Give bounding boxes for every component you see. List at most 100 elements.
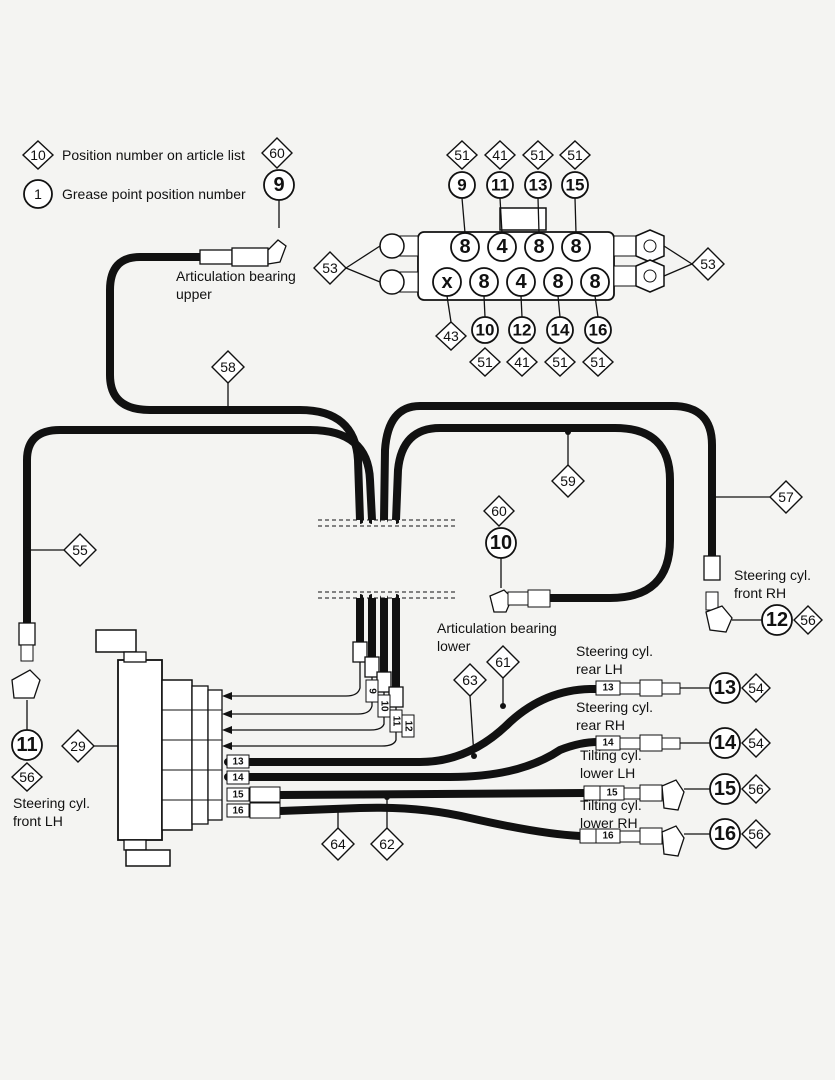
- point-15-group: 15 15 56 Tilting cyl. lower LH: [580, 747, 771, 811]
- hose-refs: 58 55 57 59 61 63 64 62: [24, 350, 803, 861]
- valve-block: 8 4 8 8 x 8 4 8 8 9 11 13 15 51 41: [313, 140, 725, 377]
- hose-59: [392, 424, 674, 602]
- block-ref-top-3: 51: [567, 147, 583, 163]
- block-top-3: 8: [570, 236, 581, 258]
- hose-57: [380, 402, 716, 560]
- point-10-ref: 60: [491, 503, 507, 519]
- point-12: 12: [766, 609, 788, 631]
- block-point-16: 16: [589, 321, 608, 340]
- legend-position-label: Position number on article list: [62, 147, 245, 163]
- block-bottom-0: x: [441, 271, 452, 293]
- hose-ref-55: 55: [72, 542, 88, 558]
- tag-14-distributor: 14: [232, 773, 244, 784]
- point-11-group: 11 56 Steering cyl. front LH: [10, 622, 90, 829]
- point-15: 15: [714, 778, 736, 800]
- legend-circle-icon: [23, 179, 53, 209]
- ref-29: 29: [70, 738, 86, 754]
- point-14: 14: [714, 732, 737, 754]
- block-point-11: 11: [491, 176, 509, 195]
- point-11: 11: [16, 734, 37, 756]
- tag-12: 12: [403, 720, 414, 732]
- block-point-15: 15: [566, 176, 585, 195]
- hose-ref-59: 59: [560, 473, 576, 489]
- steer-rear-lh-label-1: Steering cyl.: [576, 643, 653, 659]
- point-10-group: 60 10 Articulation bearing lower: [437, 495, 557, 654]
- steer-rear-rh-label-1: Steering cyl.: [576, 699, 653, 715]
- block-point-9: 9: [457, 176, 466, 195]
- tag-9: 9: [367, 688, 378, 694]
- block-ref-bottom-1: 41: [514, 354, 530, 370]
- steer-rear-lh-label-2: rear LH: [576, 661, 623, 677]
- block-bottom-4: 8: [589, 271, 600, 293]
- block-ref-53-left: 53: [322, 260, 338, 276]
- point-13-group: 13 13 54 Steering cyl. rear LH: [576, 643, 771, 704]
- hose-ref-64: 64: [330, 836, 346, 852]
- steer-front-rh-label-2: front RH: [734, 585, 786, 601]
- tag-11: 11: [391, 716, 402, 727]
- point-14-group: 14 14 54 Steering cyl. rear RH: [576, 699, 771, 759]
- hose-55: [23, 426, 376, 629]
- block-ref-bottom-3: 51: [590, 354, 606, 370]
- tag-15-end: 15: [606, 788, 618, 799]
- block-point-12: 12: [513, 321, 532, 340]
- block-top-2: 8: [533, 236, 544, 258]
- block-point-14: 14: [551, 321, 570, 340]
- steer-front-lh-label-1: Steering cyl.: [13, 795, 90, 811]
- hose-ref-57: 57: [778, 489, 794, 505]
- hose-58: [106, 253, 364, 524]
- artic-lower-label-2: lower: [437, 638, 471, 654]
- tag-16-end: 16: [602, 831, 614, 842]
- tag-13-end: 13: [602, 683, 614, 694]
- point-10: 10: [490, 532, 512, 554]
- hose-63: [224, 685, 604, 766]
- bundle-fittings: 9 10 11 12: [222, 641, 415, 750]
- distributor-block: 13 14 15 16 29: [61, 629, 281, 867]
- block-ref-top-0: 51: [454, 147, 470, 163]
- block-ref-53-right: 53: [700, 256, 716, 272]
- block-bottom-3: 8: [552, 271, 563, 293]
- point-13: 13: [714, 677, 736, 699]
- hose-ref-62: 62: [379, 836, 395, 852]
- block-top-0: 8: [459, 236, 470, 258]
- artic-lower-label-1: Articulation bearing: [437, 620, 557, 636]
- tag-10: 10: [379, 700, 390, 712]
- legend-position-example: 10: [30, 147, 46, 163]
- point-9-group: 60 9 Articulation bearing upper: [176, 137, 296, 302]
- hose-ref-61: 61: [495, 654, 511, 670]
- point-15-ref: 56: [748, 781, 764, 797]
- block-bottom-2: 4: [515, 271, 527, 293]
- point-16-ref: 56: [748, 826, 764, 842]
- tilt-lower-lh-label-1: Tilting cyl.: [580, 747, 642, 763]
- block-ref-top-2: 51: [530, 147, 546, 163]
- point-16-group: 16 16 56 Tilting cyl. lower RH: [579, 797, 771, 857]
- tag-15-distributor: 15: [232, 790, 244, 801]
- tag-14-end: 14: [602, 738, 614, 749]
- hose-ref-58: 58: [220, 359, 236, 375]
- tilt-lower-lh-label-2: lower LH: [580, 765, 635, 781]
- artic-upper-label-2: upper: [176, 286, 212, 302]
- point-14-ref: 54: [748, 735, 764, 751]
- hose-64: [276, 803, 584, 840]
- block-point-13: 13: [529, 176, 548, 195]
- legend-grease-example: 1: [34, 186, 42, 202]
- point-9-ref: 60: [269, 145, 285, 161]
- ref-29-diamond-icon: [61, 729, 95, 763]
- tag-13-distributor: 13: [232, 757, 244, 768]
- block-point-10: 10: [476, 321, 495, 340]
- tilt-lower-rh-label-2: lower RH: [580, 815, 638, 831]
- hose-ref-63: 63: [462, 672, 478, 688]
- point-12-group: 12 56 Steering cyl. front RH: [703, 555, 823, 636]
- legend-diamond-icon: [21, 140, 55, 170]
- point-13-ref: 54: [748, 680, 764, 696]
- tilt-lower-rh-label-1: Tilting cyl.: [580, 797, 642, 813]
- point-12-ref: 56: [800, 612, 816, 628]
- point-9: 9: [273, 174, 284, 196]
- block-ref-bottom-2: 51: [552, 354, 568, 370]
- block-bottom-1: 8: [478, 271, 489, 293]
- block-ref-bottom-0: 51: [477, 354, 493, 370]
- legend-grease-label: Grease point position number: [62, 186, 246, 202]
- block-top-1: 4: [496, 236, 508, 258]
- legend: 10 Position number on article list 1 Gre…: [21, 140, 246, 209]
- hose-62: [276, 789, 589, 799]
